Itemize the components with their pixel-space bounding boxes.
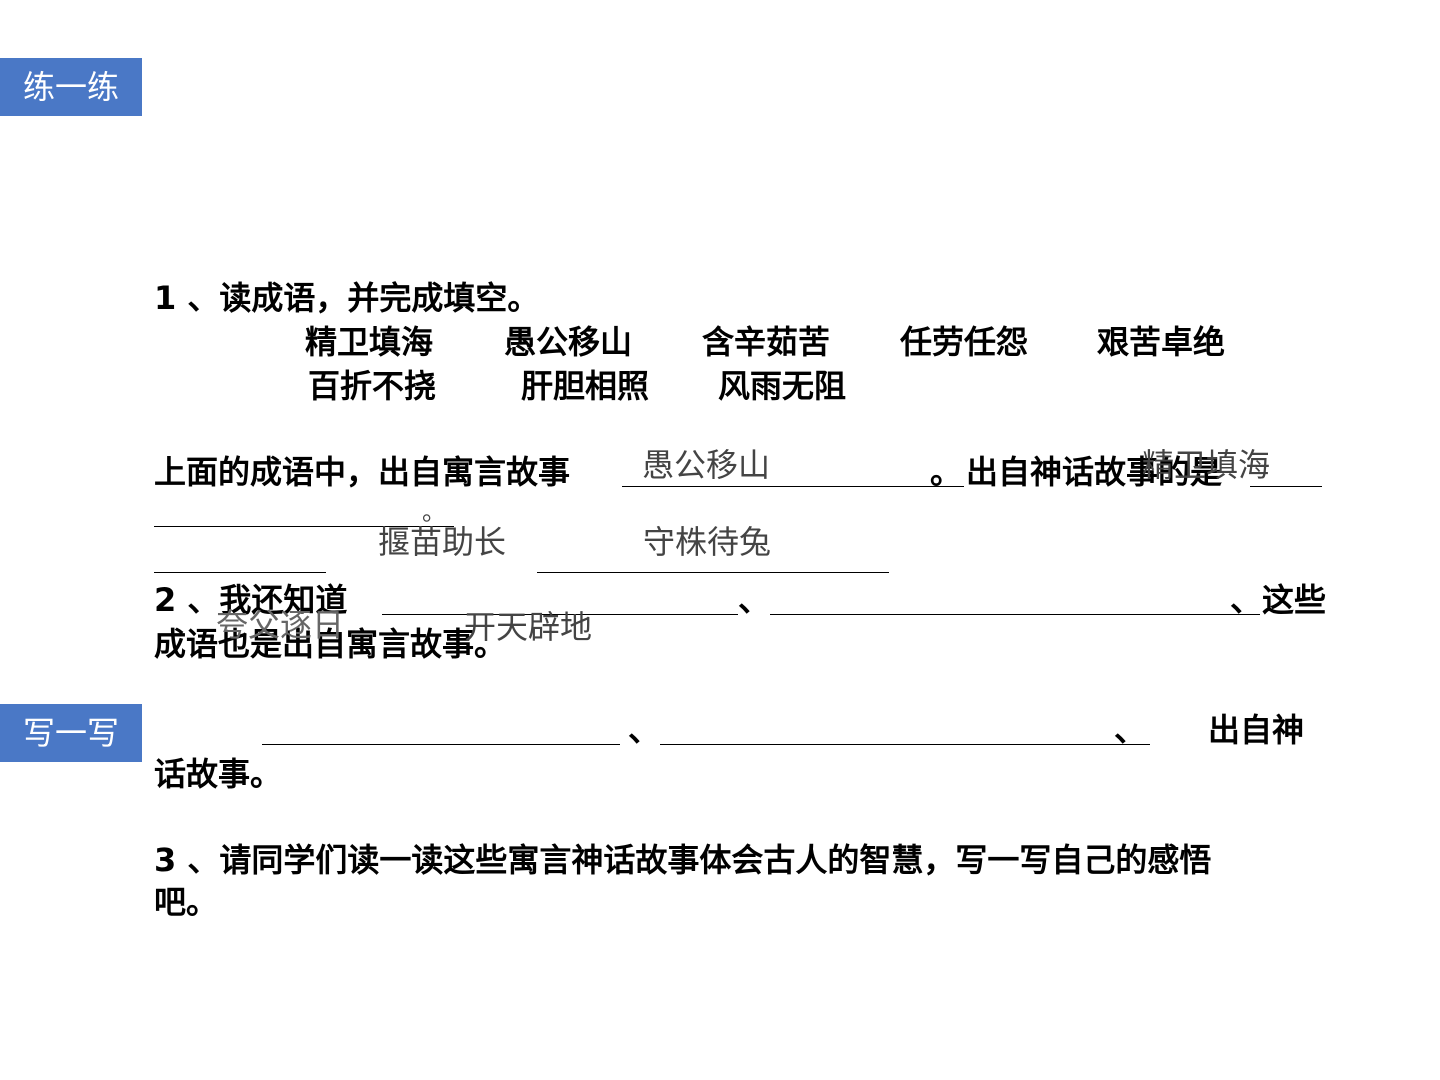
blank-line-myth-c [154,572,326,573]
idiom-5: 艰苦卓绝 [1097,323,1226,361]
fill-sentence-sep: 。 [930,453,963,491]
answer-fable-idiom: 愚公移山 [642,446,771,484]
blank-line-myth-a [1250,486,1322,487]
q2-tail: 、这些 [1230,581,1327,619]
blank-line-myth-b [154,526,454,527]
idiom-4: 任劳任怨 [900,323,1029,361]
blank-line-q2-1 [382,614,738,615]
blank-line-extra [537,572,889,573]
answer-myth-idiom: 精卫填海 [1142,446,1271,484]
answer-fable-1: 揠苗助长 [378,523,507,561]
idiom-6: 百折不挠 [308,367,437,405]
q2-line2: 成语也是出自寓言故事。 [154,625,507,663]
idiom-8: 风雨无阻 [718,367,847,405]
blank-line-myth-q2-2 [660,744,1150,745]
idiom-7: 肝胆相照 [521,367,650,405]
idiom-2: 愚公移山 [504,323,633,361]
section-tag-practice: 练一练 [0,58,142,116]
myth-comma-2: 、 [1114,711,1147,749]
q2-comma: 、 [738,581,771,619]
question-2-prompt: 2 、我还知道 [154,581,348,619]
blank-line-q2-2 [770,614,1260,615]
fill-sentence-part2: 出自神话故事的是 [966,453,1223,491]
idiom-3: 含辛茹苦 [702,323,831,361]
question-3-line1: 3 、请同学们读一读这些寓言神话故事体会古人的智慧，写一写自己的感悟 [154,841,1212,879]
myth-line2: 话故事。 [154,755,283,793]
blank-line-fable [622,486,964,487]
answer-myth-2: 开天辟地 [464,608,593,646]
myth-comma-1: 、 [628,711,661,749]
fill-sentence-part1: 上面的成语中，出自寓言故事 [154,453,571,491]
answer-myth-1: 夸父逐日 [216,606,345,644]
question-1-prompt: 1 、读成语，并完成填空。 [154,279,540,317]
idiom-1: 精卫填海 [305,323,434,361]
answer-fable-2: 守株待兔 [643,523,772,561]
myth-tail: 出自神 [1208,711,1305,749]
answer-dot: 。 [422,498,446,526]
blank-line-myth-q2-1 [262,744,620,745]
section-tag-write: 写一写 [0,704,142,762]
question-3-line2: 吧。 [154,883,219,921]
